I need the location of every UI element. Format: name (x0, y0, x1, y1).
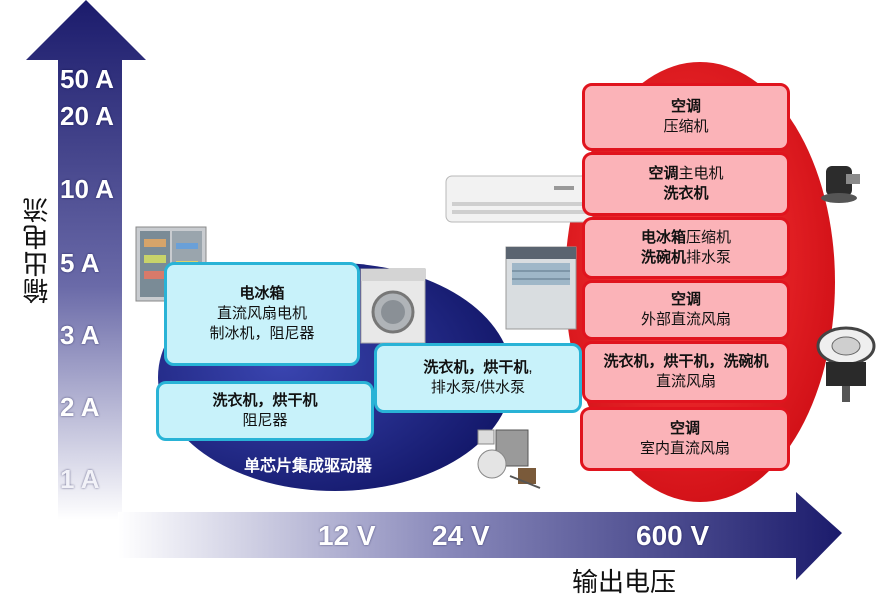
box-title-suffix: , (528, 359, 533, 376)
single-chip-label: 单芯片集成驱动器 (244, 458, 373, 475)
x-axis-label: 输出电压 (572, 567, 677, 597)
box-title: 空调 (648, 165, 679, 182)
box-line: 外部直流风扇 (640, 311, 731, 328)
blower-fan-image (816, 326, 876, 402)
washer-pump-box: 洗衣机，烘干机, 排水泵/供水泵 (374, 343, 582, 413)
y-tick-50a: 50 A (60, 64, 114, 94)
box-title: 洗衣机，烘干机 (212, 392, 318, 409)
box-line: 压缩机 (663, 118, 709, 135)
y-tick-10a: 10 A (60, 174, 114, 204)
y-tick-2a: 2 A (60, 392, 100, 422)
box-line: 洗衣机 (663, 185, 709, 202)
box-line: 直流风扇电机 (216, 305, 307, 322)
box-title-rest: 压缩机 (686, 229, 732, 246)
box-line: 排水泵/供水泵 (430, 379, 526, 396)
y-tick-1a: 1 A (60, 464, 100, 494)
compressor-image (821, 166, 860, 203)
washer-damper-box: 洗衣机，烘干机 阻尼器 (156, 381, 374, 441)
box-line: 直流风扇 (655, 373, 716, 390)
ac-compressor-box: 空调 压缩机 (582, 83, 790, 151)
x-tick-600v: 600 V (636, 520, 710, 551)
box-title: 电冰箱 (239, 285, 285, 302)
ac-indoor-fan-box: 空调 室内直流风扇 (580, 407, 790, 471)
appliance-dc-fan-box: 洗衣机，烘干机，洗碗机 直流风扇 (582, 341, 790, 403)
box-title: 空调 (670, 291, 701, 308)
box-title: 电冰箱 (640, 229, 686, 246)
box-line-bold: 洗碗机 (640, 249, 686, 266)
fridge-compressor-box: 电冰箱压缩机 洗碗机排水泵 (582, 217, 790, 279)
washing-machine-image (360, 268, 426, 344)
box-title: 空调 (670, 98, 701, 115)
x-tick-12v: 12 V (318, 520, 376, 551)
box-title-rest: 主电机 (678, 165, 724, 182)
refrigerator-box: 电冰箱 直流风扇电机 制冰机，阻尼器 (164, 262, 360, 366)
box-line: 阻尼器 (242, 412, 288, 429)
ac-main-motor-box: 空调主电机 洗衣机 (582, 152, 790, 216)
ac-outdoor-fan-box: 空调 外部直流风扇 (582, 280, 790, 340)
box-title: 洗衣机，烘干机 (423, 359, 529, 376)
pump-image (477, 429, 541, 489)
y-tick-3a: 3 A (60, 320, 100, 350)
y-axis-label: 输出电流 (22, 196, 52, 304)
x-axis-arrow (118, 492, 842, 580)
dishwasher-image (505, 246, 577, 330)
box-title: 洗衣机，烘干机，洗碗机 (603, 353, 769, 370)
y-axis-arrow (26, 0, 146, 520)
box-line: 室内直流风扇 (639, 440, 730, 457)
box-line: 制冰机，阻尼器 (209, 325, 315, 342)
y-tick-20a: 20 A (60, 101, 114, 131)
y-tick-5a: 5 A (60, 248, 100, 278)
air-conditioner-image (445, 175, 593, 223)
box-line-rest: 排水泵 (686, 249, 732, 266)
box-title: 空调 (669, 420, 700, 437)
x-tick-24v: 24 V (432, 520, 490, 551)
